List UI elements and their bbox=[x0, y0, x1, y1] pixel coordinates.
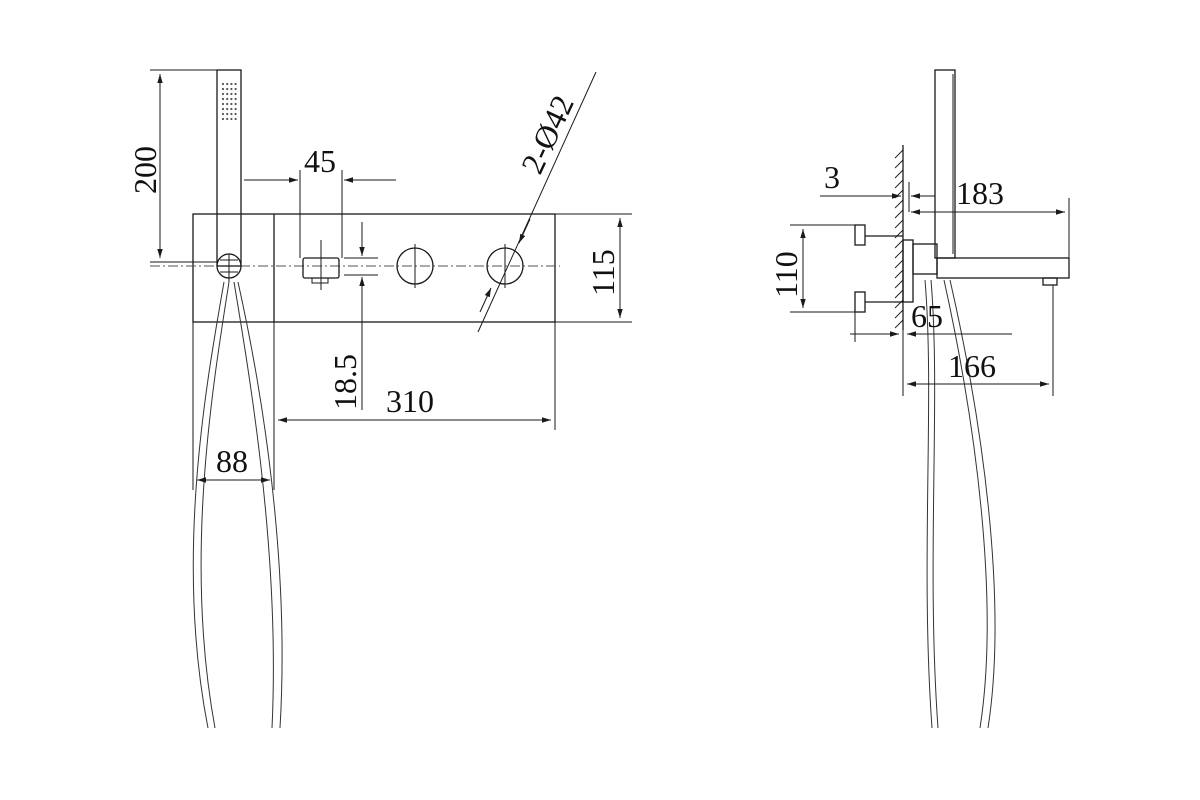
mounting-body bbox=[854, 224, 938, 313]
mixer-control-1 bbox=[396, 244, 434, 288]
dim-panel-length: 310 bbox=[273, 322, 556, 430]
dim-wall-gap: 3 bbox=[820, 159, 935, 212]
dim-label-183: 183 bbox=[956, 175, 1004, 211]
dim-hole-diameter: 2-Ø42 bbox=[477, 71, 597, 333]
dim-label-88: 88 bbox=[216, 443, 248, 479]
dim-spout-outlet: 166 bbox=[902, 285, 1054, 396]
front-view: 200 45 2-Ø42 115 bbox=[127, 69, 632, 729]
dim-handshower-height: 200 bbox=[127, 69, 217, 263]
dim-label-18-5: 18.5 bbox=[327, 354, 363, 410]
dim-hose-spacing: 88 bbox=[192, 322, 275, 490]
dim-panel-height: 115 bbox=[555, 213, 632, 323]
shower-hose-side bbox=[924, 279, 996, 729]
wall-hatching bbox=[894, 149, 904, 329]
hand-shower bbox=[216, 69, 242, 282]
dim-control-spacing: 45 bbox=[244, 143, 396, 258]
dim-axis-offset: 18.5 bbox=[327, 222, 378, 410]
diverter-control bbox=[302, 240, 340, 290]
front-panel-outline bbox=[192, 213, 556, 323]
shower-nozzle-pattern bbox=[221, 82, 237, 121]
spout bbox=[936, 257, 1070, 286]
dim-label-3: 3 bbox=[824, 159, 840, 195]
dim-label-45: 45 bbox=[304, 143, 336, 179]
mixer-control-2 bbox=[486, 244, 524, 288]
dim-label-65: 65 bbox=[911, 298, 943, 334]
dim-spout-projection: 183 bbox=[911, 175, 1070, 258]
dim-label-2-d42: 2-Ø42 bbox=[514, 90, 581, 179]
dim-body-depth: 65 bbox=[850, 298, 1012, 342]
dim-label-310: 310 bbox=[386, 383, 434, 419]
side-view: 3 183 110 65 166 bbox=[768, 69, 1070, 729]
shower-hose bbox=[192, 281, 283, 729]
dim-label-115: 115 bbox=[585, 249, 621, 296]
dim-label-200: 200 bbox=[127, 146, 163, 194]
hand-shower-side bbox=[934, 69, 956, 259]
dim-label-110: 110 bbox=[768, 251, 804, 298]
dim-flange-height: 110 bbox=[768, 224, 855, 313]
dim-label-166: 166 bbox=[948, 348, 996, 384]
